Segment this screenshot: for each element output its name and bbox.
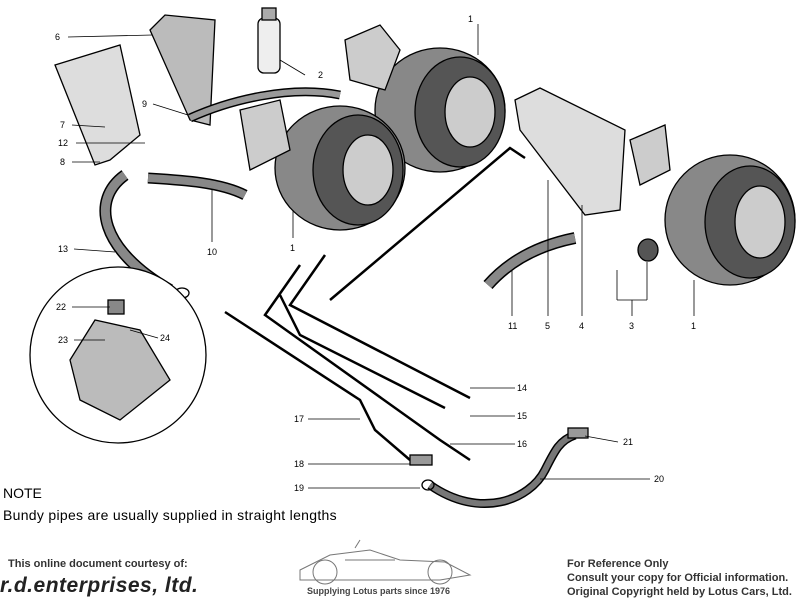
inset-detail [29,266,207,444]
banjo-3 [637,238,659,262]
courtesy-text: This online document courtesy of: [8,558,188,570]
bundy-pipes [224,146,526,462]
callout-9: 9 [142,99,147,109]
brand-logo-text: r.d.enterprises, ltd. [0,574,199,597]
hose-10 [147,172,248,200]
carburettor-single [629,124,796,286]
callout-10: 10 [207,247,217,257]
callout-12: 12 [58,138,68,148]
carburettor-rear [344,24,506,173]
fuel-filter [257,7,281,74]
bracket-7 [54,44,141,166]
note-text: Bundy pipes are usually supplied in stra… [3,507,337,523]
callout-1: 1 [691,321,696,331]
callout-22: 22 [56,302,66,312]
tagline: Supplying Lotus parts since 1976 [307,586,451,596]
bracket-right [514,87,626,216]
callout-17: 17 [294,414,304,424]
hose-9 [188,87,341,123]
hose-11 [483,232,577,290]
callout-4: 4 [579,321,584,331]
car-logo [299,539,472,585]
union-21 [567,427,589,439]
callout-18: 18 [294,459,304,469]
callout-6: 6 [55,32,60,42]
callout-14: 14 [517,383,527,393]
callout-24: 24 [160,333,170,343]
callout-16: 16 [517,439,527,449]
callout-5: 5 [545,321,550,331]
union-18 [409,454,433,466]
callout-15: 15 [517,411,527,421]
hose-20 [427,430,577,509]
callout-8: 8 [60,157,65,167]
bracket-6 [149,14,216,126]
callout-1: 1 [468,14,473,24]
callout-21: 21 [623,437,633,447]
reference-line: Original Copyright held by Lotus Cars, L… [567,586,792,598]
callout-19: 19 [294,483,304,493]
olive-19 [421,479,435,491]
callout-7: 7 [60,120,65,130]
carburettor-front [239,99,406,231]
callout-20: 20 [654,474,664,484]
callout-1: 1 [290,243,295,253]
callout-2: 2 [318,70,323,80]
reference-line: For Reference Only [567,558,669,570]
callout-11: 11 [508,321,517,331]
reference-line: Consult your copy for Official informati… [567,572,789,584]
callout-13: 13 [58,244,68,254]
note-title: NOTE [3,485,42,501]
callout-3: 3 [629,321,634,331]
callout-23: 23 [58,335,68,345]
